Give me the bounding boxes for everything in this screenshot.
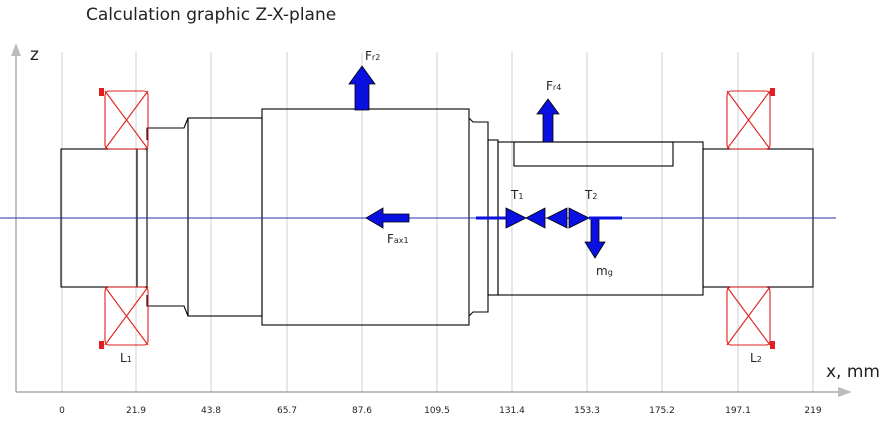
tick-label: 153.3 — [574, 406, 600, 416]
torque-1-triangle-b — [525, 207, 546, 229]
tick-label: 197.1 — [725, 406, 751, 416]
force-r4-label: Fr4 — [546, 79, 561, 93]
force-ax1-arrow — [365, 207, 410, 229]
force-r2-arrow — [348, 65, 376, 111]
tick-label: 109.5 — [424, 406, 450, 416]
torque-1-label: T1 — [510, 188, 523, 202]
x-axis-label: x, mm — [826, 362, 880, 382]
grid-lines — [61, 52, 814, 392]
moment-arrow — [584, 217, 606, 259]
torque-2-label: T2 — [584, 188, 597, 202]
torque-1-triangle-a — [505, 207, 527, 229]
z-axis-arrow — [11, 43, 21, 56]
labels: z x, mm Fr2 Fr4 Fax1 T1 T2 mg L1 L2 — [30, 45, 880, 382]
force-r4-arrow — [536, 98, 560, 143]
axes — [11, 43, 852, 397]
torque-2-triangle-b — [568, 207, 590, 229]
bearing-left-label: L1 — [120, 351, 132, 365]
tick-label: 65.7 — [277, 406, 297, 416]
force-r2-label: Fr2 — [365, 49, 380, 63]
moment-label: mg — [596, 264, 613, 278]
force-ax1-label: Fax1 — [387, 232, 409, 246]
force-arrows — [348, 65, 606, 259]
tick-label: 175.2 — [649, 406, 675, 416]
bearing-left — [99, 88, 149, 349]
tick-label: 0 — [59, 406, 65, 416]
x-axis-arrow — [838, 387, 852, 397]
x-tick-labels: 0 21.9 43.8 65.7 87.6 109.5 131.4 153.3 … — [59, 406, 822, 416]
bearing-right — [726, 88, 775, 349]
torque-2-triangle-a — [546, 207, 568, 229]
bearing-right-label: L2 — [750, 351, 762, 365]
diagram-title: Calculation graphic Z-X-plane — [86, 5, 337, 25]
torque-symbols — [476, 207, 622, 229]
tick-label: 131.4 — [499, 406, 525, 416]
tick-label: 21.9 — [126, 406, 146, 416]
tick-label: 43.8 — [201, 406, 221, 416]
tick-label: 219 — [804, 406, 821, 416]
z-axis-label: z — [30, 45, 39, 65]
tick-label: 87.6 — [352, 406, 372, 416]
